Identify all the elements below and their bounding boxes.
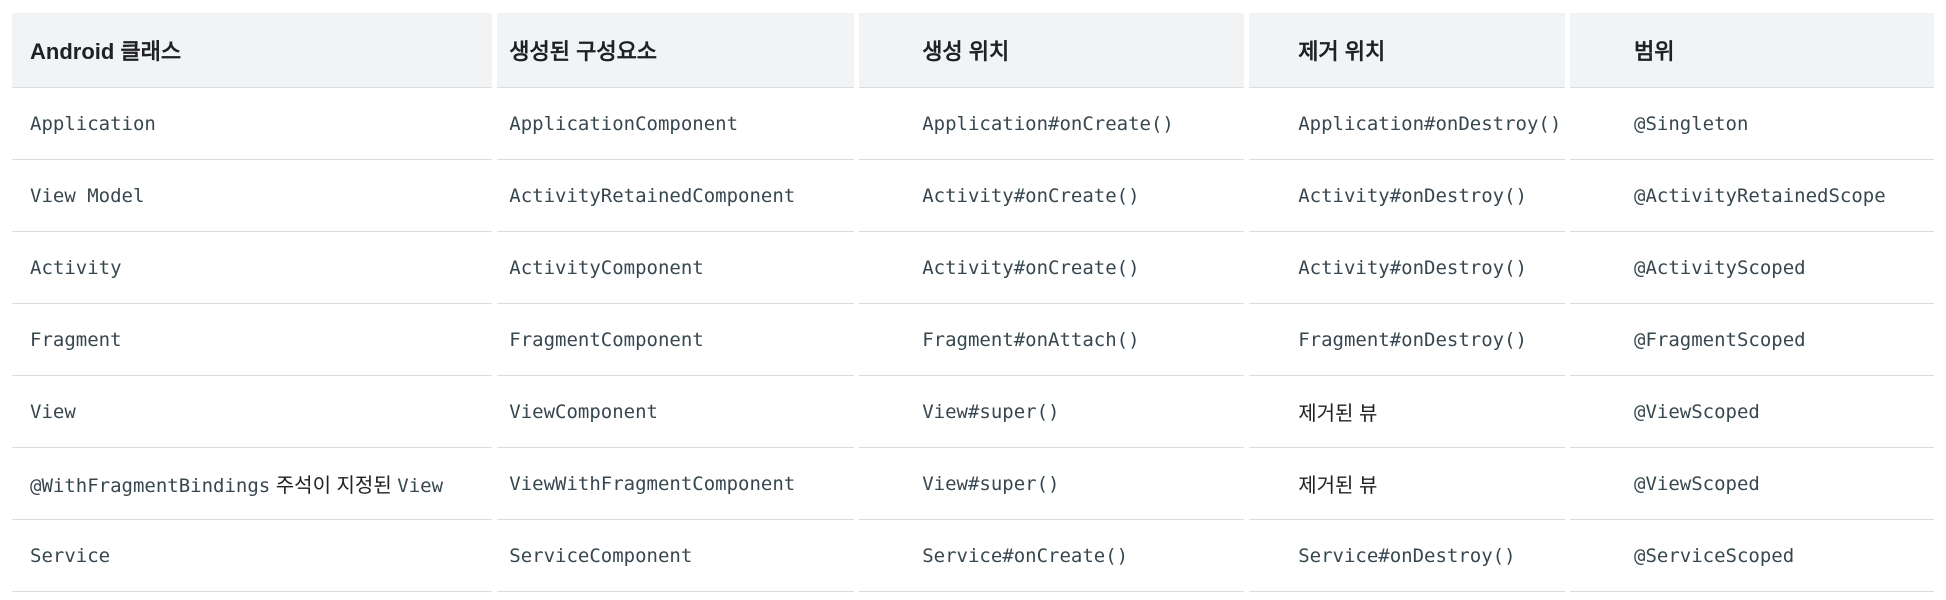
table-cell: ViewWithFragmentComponent — [497, 448, 855, 520]
table-cell: View — [12, 376, 493, 448]
code-text: @ActivityScoped — [1634, 256, 1806, 279]
table-cell: Service — [12, 520, 493, 592]
table-cell: Fragment#onDestroy() — [1249, 304, 1566, 376]
code-text: ApplicationComponent — [509, 112, 739, 135]
code-text: View — [30, 400, 76, 423]
table-cell: Application#onDestroy() — [1249, 88, 1566, 160]
code-text: Activity — [30, 256, 122, 279]
table-cell: Application#onCreate() — [859, 88, 1245, 160]
code-text: Application#onCreate() — [922, 112, 1174, 135]
table-cell: Activity#onDestroy() — [1249, 160, 1566, 232]
table-cell: Activity#onCreate() — [859, 160, 1245, 232]
table-cell: ActivityRetainedComponent — [497, 160, 855, 232]
code-text: View — [397, 475, 444, 497]
plain-text: 제거된 뷰 — [1298, 475, 1378, 497]
code-text: ServiceComponent — [509, 544, 693, 567]
code-text: Application — [30, 112, 156, 135]
table-cell: View#super() — [859, 448, 1245, 520]
table-cell: Service#onCreate() — [859, 520, 1245, 592]
plain-text: 주석이 지정된 — [270, 475, 398, 497]
table-cell: ViewComponent — [497, 376, 855, 448]
table-cell: @ServiceScoped — [1570, 520, 1934, 592]
code-text: Activity#onDestroy() — [1298, 184, 1527, 207]
code-text: Service#onCreate() — [922, 544, 1129, 567]
code-text: Activity#onCreate() — [922, 256, 1140, 279]
table-cell: @Singleton — [1570, 88, 1934, 160]
code-text: ActivityComponent — [509, 256, 704, 279]
code-text: @Singleton — [1634, 112, 1749, 135]
code-text: ViewWithFragmentComponent — [509, 472, 796, 495]
column-header-1: Android 클래스 — [12, 13, 493, 88]
code-text: View Model — [30, 184, 145, 207]
table-cell: View Model — [12, 160, 493, 232]
table-row: @WithFragmentBindings 주석이 지정된 View ViewWi… — [12, 448, 1934, 520]
code-text: @FragmentScoped — [1634, 328, 1806, 351]
code-text: @ServiceScoped — [1634, 544, 1795, 567]
table-cell: @ViewScoped — [1570, 448, 1934, 520]
table-cell: Activity#onCreate() — [859, 232, 1245, 304]
table-cell: ServiceComponent — [497, 520, 855, 592]
code-text: @ActivityRetainedScope — [1634, 184, 1886, 207]
code-text: @WithFragmentBindings — [30, 475, 271, 497]
table-row: Application ApplicationComponent Applicati… — [12, 88, 1934, 160]
code-text: Fragment#onAttach() — [922, 328, 1140, 351]
table-row: Service ServiceComponent Service#onCreate(… — [12, 520, 1934, 592]
table-cell: ActivityComponent — [497, 232, 855, 304]
table-cell: Activity — [12, 232, 493, 304]
table-cell: Fragment — [12, 304, 493, 376]
table-cell: 제거된 뷰 — [1249, 376, 1566, 448]
code-text: Fragment#onDestroy() — [1298, 328, 1527, 351]
table-row: Activity ActivityComponent Activity#onCrea… — [12, 232, 1934, 304]
table-cell: 제거된 뷰 — [1249, 448, 1566, 520]
code-text: Service — [30, 544, 111, 567]
code-text: View#super() — [922, 472, 1060, 495]
table-cell: @ViewScoped — [1570, 376, 1934, 448]
code-text: View#super() — [922, 400, 1060, 423]
column-header-3: 생성 위치 — [859, 13, 1245, 88]
table-cell: Service#onDestroy() — [1249, 520, 1566, 592]
code-text: @ViewScoped — [1634, 400, 1760, 423]
table-cell: Activity#onDestroy() — [1249, 232, 1566, 304]
table-row: View ViewComponent View#super() 제거된 뷰 @ViewS… — [12, 376, 1934, 448]
code-text: Activity#onDestroy() — [1298, 256, 1527, 279]
code-text: Service#onDestroy() — [1298, 544, 1516, 567]
table-cell: View#super() — [859, 376, 1245, 448]
code-text: ViewComponent — [509, 400, 658, 423]
code-text: FragmentComponent — [509, 328, 704, 351]
code-text: @ViewScoped — [1634, 472, 1760, 495]
column-header-5: 범위 — [1570, 13, 1934, 88]
table-cell: @ActivityRetainedScope — [1570, 160, 1934, 232]
code-text: Application#onDestroy() — [1298, 112, 1562, 135]
table-cell: @WithFragmentBindings 주석이 지정된 View — [12, 448, 493, 520]
code-text: ActivityRetainedComponent — [509, 184, 796, 207]
table-row: View Model ActivityRetainedComponent Activ… — [12, 160, 1934, 232]
code-text: Activity#onCreate() — [922, 184, 1140, 207]
table-cell: @FragmentScoped — [1570, 304, 1934, 376]
plain-text: 제거된 뷰 — [1298, 403, 1378, 425]
table-cell: Fragment#onAttach() — [859, 304, 1245, 376]
code-text: Fragment — [30, 328, 122, 351]
table-cell: FragmentComponent — [497, 304, 855, 376]
table-cell: Application — [12, 88, 493, 160]
table-cell: @ActivityScoped — [1570, 232, 1934, 304]
column-header-2: 생성된 구성요소 — [497, 13, 855, 88]
column-header-4: 제거 위치 — [1249, 13, 1566, 88]
table-cell: ApplicationComponent — [497, 88, 855, 160]
table-row: Fragment FragmentComponent Fragment#onAtta… — [12, 304, 1934, 376]
